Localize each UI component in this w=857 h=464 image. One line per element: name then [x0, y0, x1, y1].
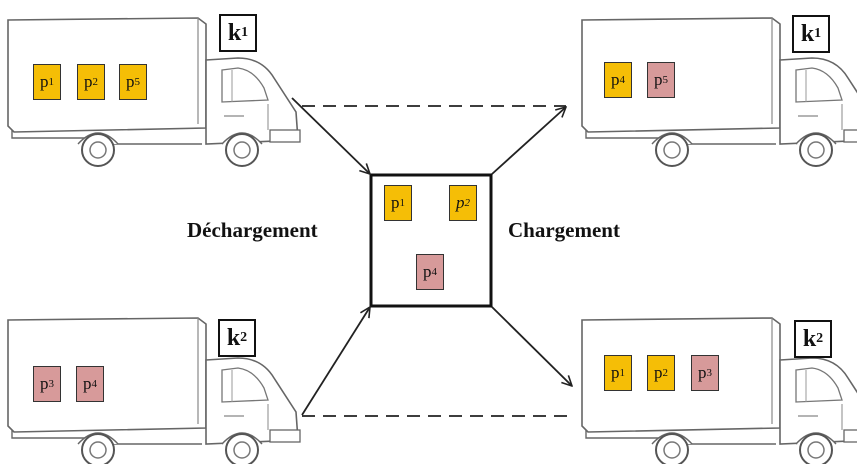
- label-chargement: Chargement: [508, 218, 620, 242]
- arrow-load-k1: [491, 107, 566, 175]
- arrow-load-k2: [491, 306, 572, 386]
- arrow-unload-k1: [291, 97, 370, 174]
- arrow-unload-k2: [301, 307, 370, 416]
- label-dechargement: Déchargement: [187, 218, 318, 242]
